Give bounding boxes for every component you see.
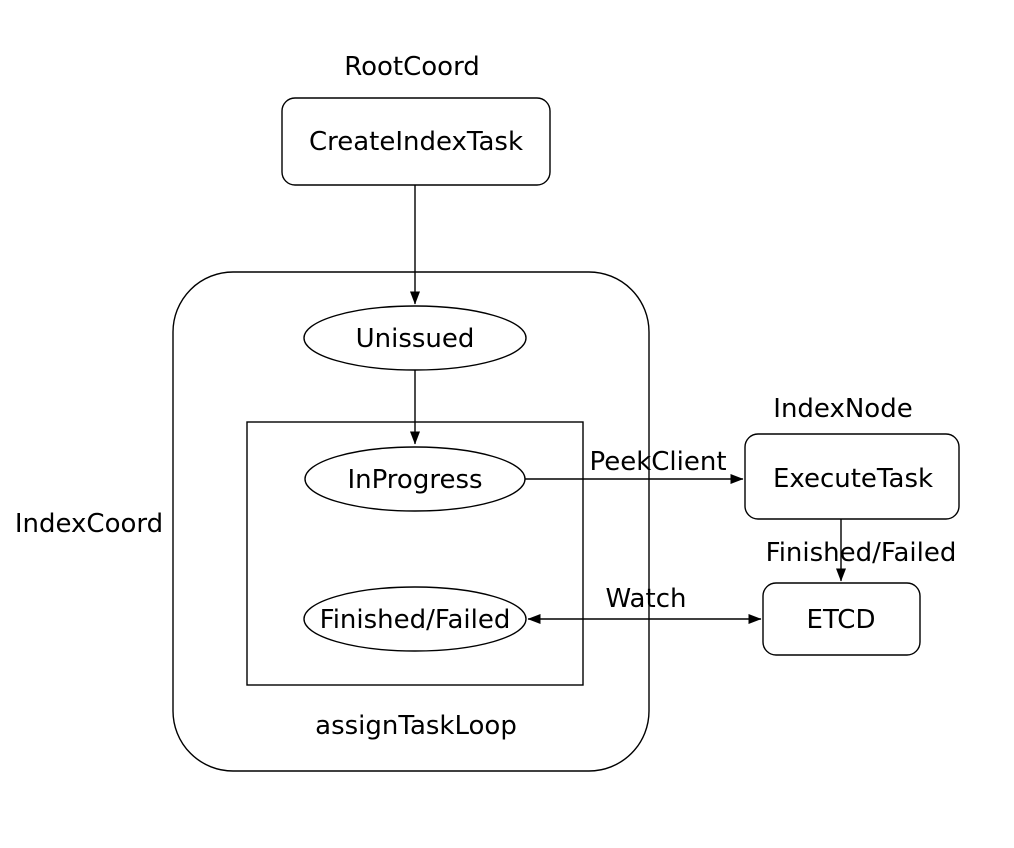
finished-failed-node — [303, 586, 527, 652]
finished-failed-edge-label: Finished/Failed — [766, 538, 957, 568]
create-index-task-label: CreateIndexTask — [309, 127, 523, 157]
in-progress-label: InProgress — [347, 465, 482, 495]
etcd-label: ETCD — [807, 605, 876, 635]
index-node-label: IndexNode — [773, 394, 912, 424]
watch-label: Watch — [606, 584, 687, 614]
etcd-node — [762, 582, 921, 656]
index-coord-label: IndexCoord — [15, 509, 163, 539]
peek-client-label: PeekClient — [589, 447, 726, 477]
execute-task-node — [744, 433, 960, 520]
execute-task-label: ExecuteTask — [773, 464, 933, 494]
root-coord-label: RootCoord — [344, 52, 480, 82]
unissued-label: Unissued — [356, 324, 475, 354]
finished-failed-state-label: Finished/Failed — [320, 605, 511, 635]
create-index-task-node — [281, 97, 551, 186]
assign-task-loop-label: assignTaskLoop — [315, 711, 517, 741]
